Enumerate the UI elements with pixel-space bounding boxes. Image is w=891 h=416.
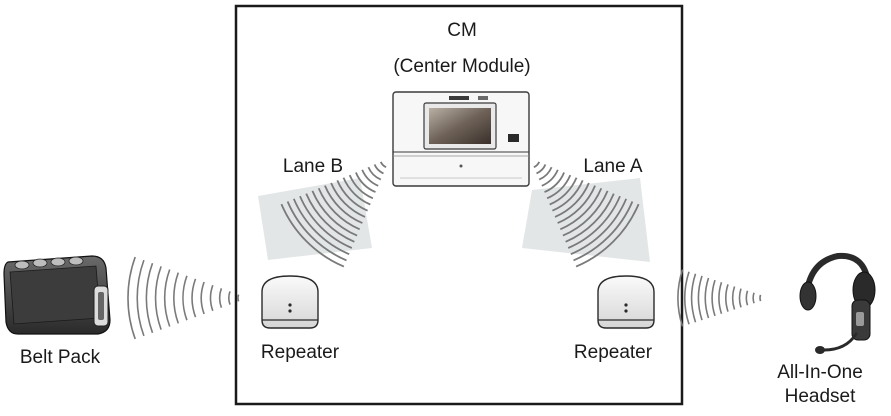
lane-b-label: Lane B <box>268 156 358 178</box>
wave-arc <box>156 266 162 329</box>
wave-arc <box>726 284 728 311</box>
center-module-device <box>393 92 529 186</box>
wave-arc <box>692 274 696 322</box>
wave-arc <box>719 282 722 314</box>
wave-arc <box>381 162 386 167</box>
wave-arc <box>537 165 546 174</box>
wave-arc <box>733 287 735 310</box>
wave-arc <box>712 280 715 316</box>
wave-arc <box>137 260 144 336</box>
repeater-right-label: Repeater <box>558 342 668 364</box>
belt-pack-signal-waves <box>128 257 239 339</box>
wave-arc <box>534 162 539 167</box>
lane-a-label: Lane A <box>568 156 658 178</box>
headset-signal-waves <box>678 270 760 327</box>
wave-arc <box>368 167 380 179</box>
wave-arc <box>220 288 222 307</box>
wave-arc <box>753 293 754 303</box>
repeater-left-device <box>262 276 318 328</box>
center-module-title: CM <box>440 20 484 42</box>
wave-arc <box>698 276 702 320</box>
wave-arc <box>229 291 230 304</box>
wave-arc <box>746 291 747 306</box>
wave-arc <box>375 165 384 174</box>
belt-pack-device <box>4 256 110 334</box>
wave-arc <box>685 272 689 325</box>
repeater-right-device <box>598 276 654 328</box>
wave-arc <box>238 295 239 302</box>
wave-arc <box>192 279 195 317</box>
headset-label-line2: Headset <box>760 386 880 408</box>
wave-arc <box>183 276 187 320</box>
wave-arc <box>211 285 213 311</box>
wave-arc <box>705 278 708 318</box>
headset-device <box>800 256 875 354</box>
wave-arc <box>128 257 135 339</box>
wave-arc <box>146 263 152 333</box>
belt-pack-label: Belt Pack <box>0 347 120 369</box>
repeater-left-label: Repeater <box>245 342 355 364</box>
wave-arc <box>174 273 178 324</box>
wave-arc <box>539 167 551 179</box>
wave-arc <box>740 289 741 308</box>
wave-arc <box>201 282 204 314</box>
center-module-subtitle: (Center Module) <box>362 56 562 78</box>
wave-arc <box>165 270 170 327</box>
headset-label-line1: All-In-One <box>760 362 880 384</box>
